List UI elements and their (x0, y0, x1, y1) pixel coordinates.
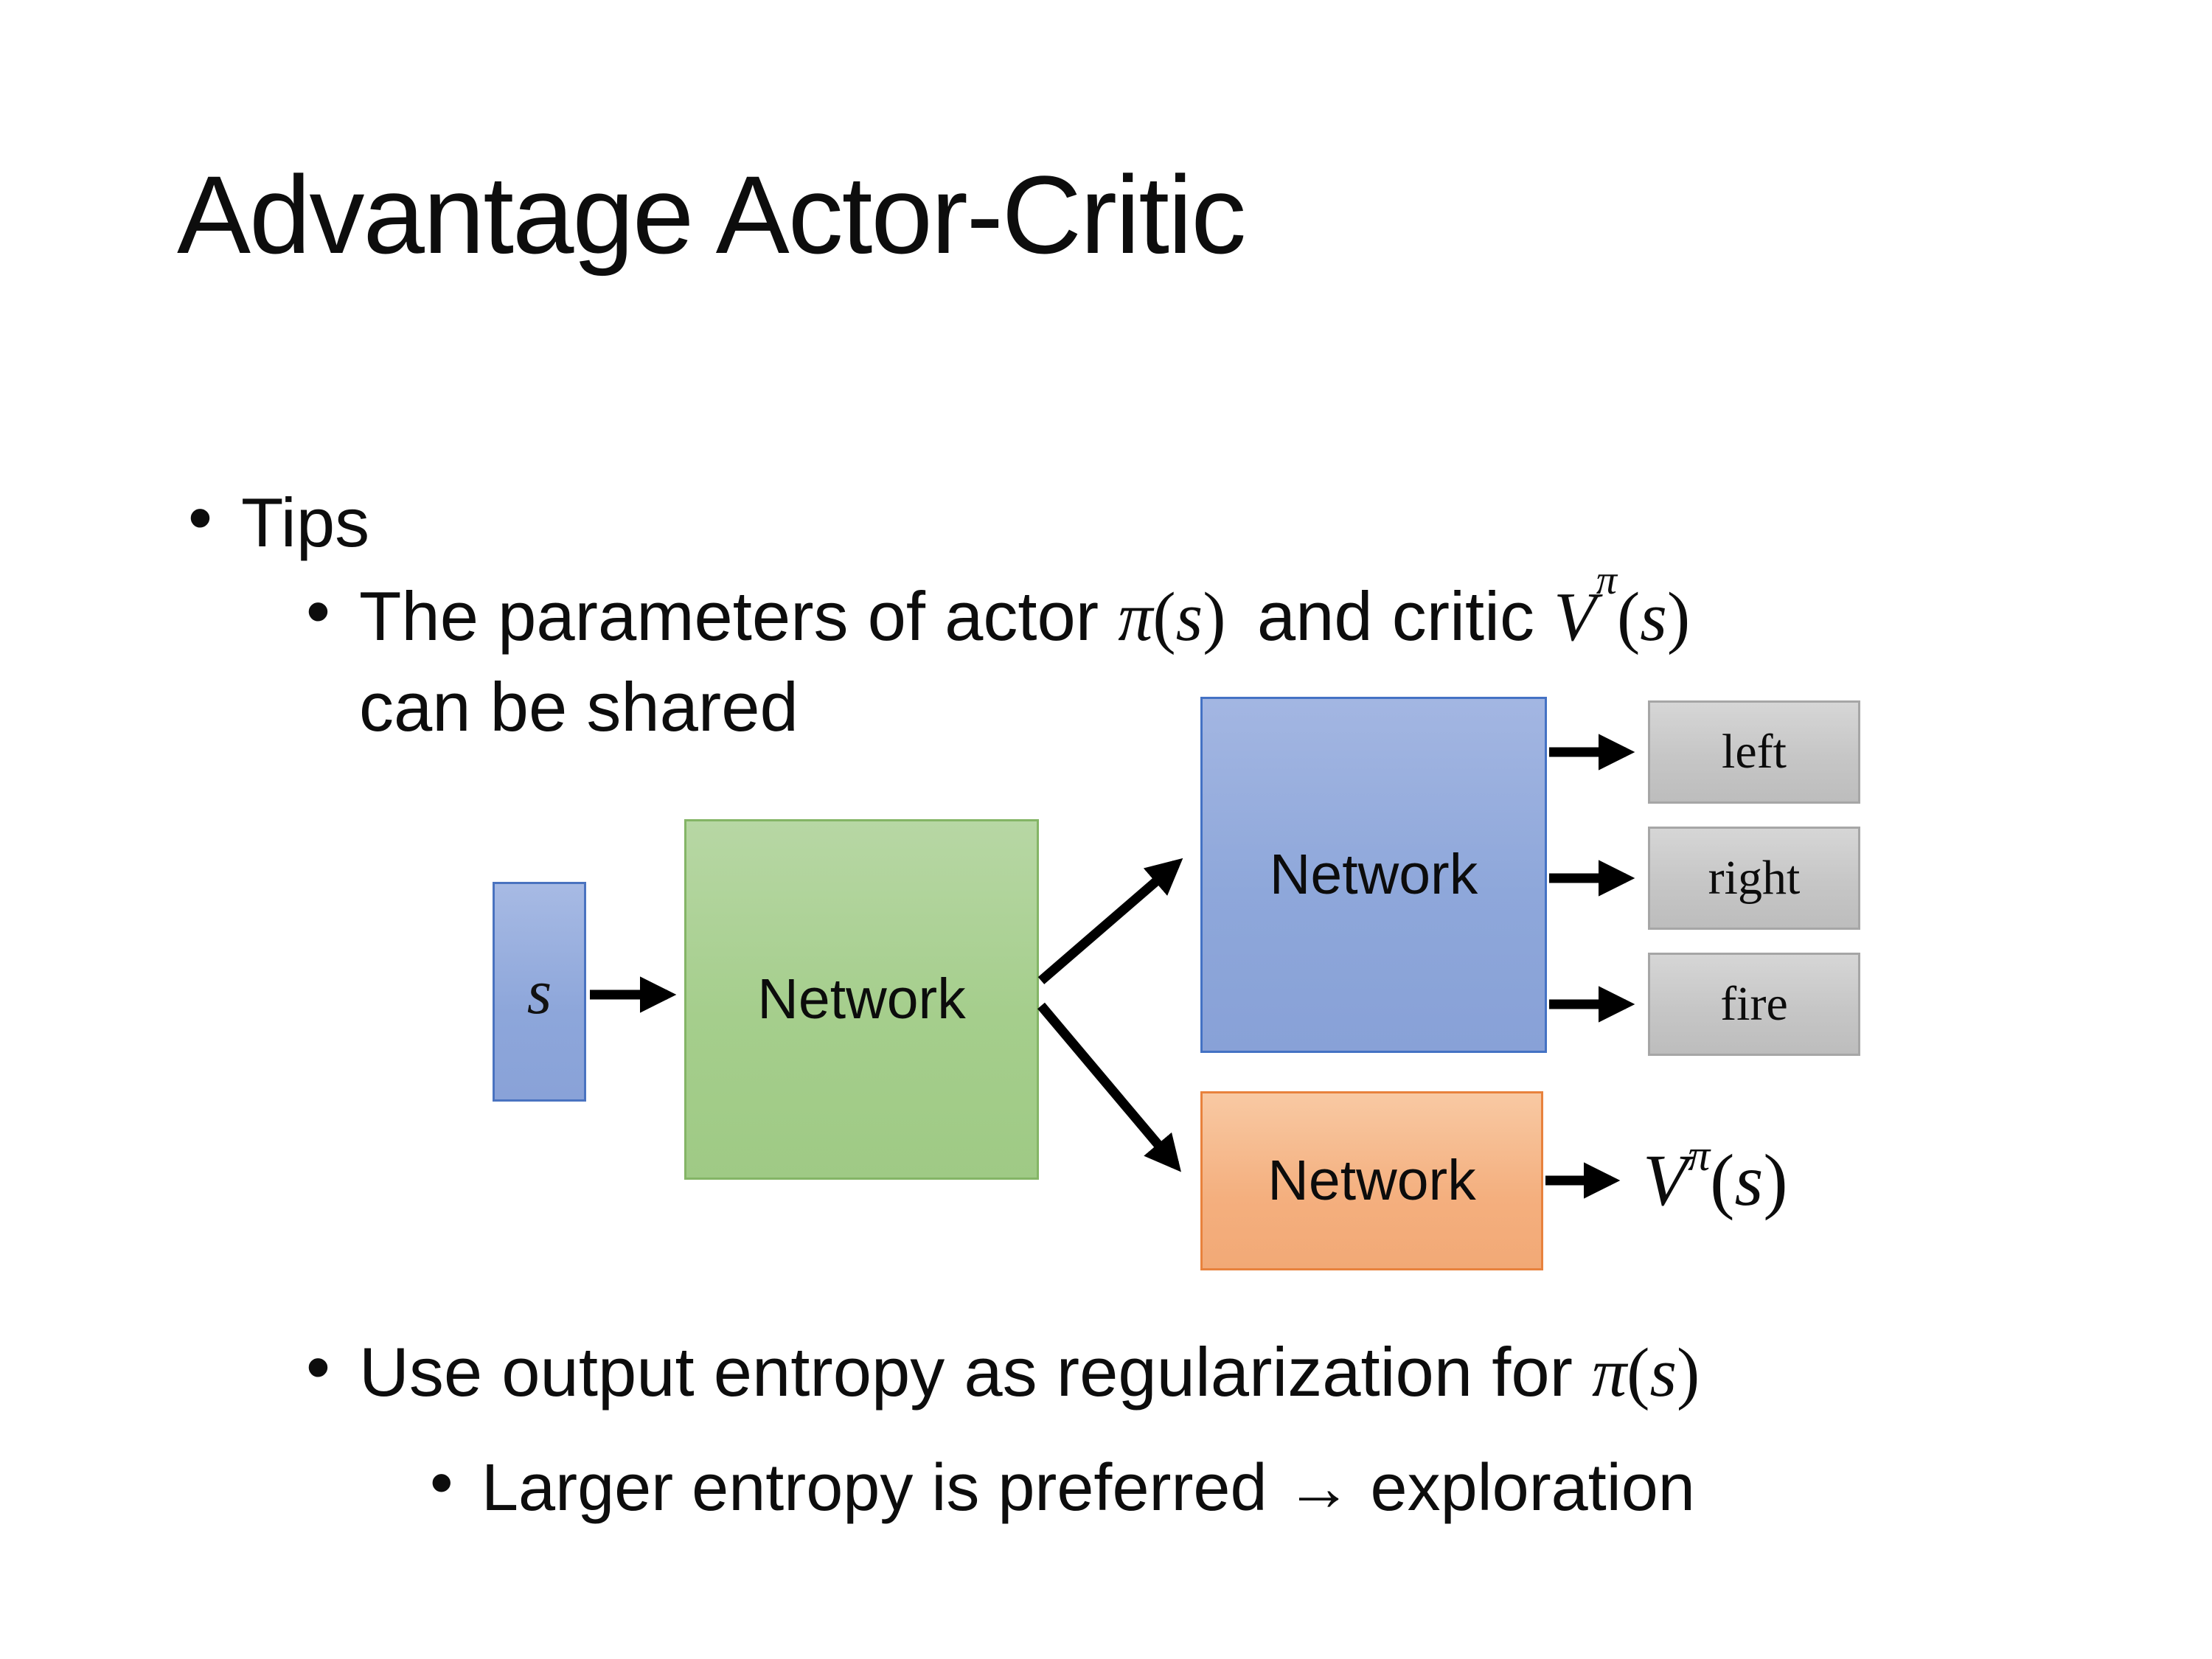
paren-close: ) (1763, 1138, 1788, 1221)
page-title: Advantage Actor-Critic (177, 153, 1246, 276)
bullet-exploration-text: Larger entropy is preferred → exploratio… (481, 1451, 1695, 1525)
critic-network-box: Network (1200, 1091, 1543, 1270)
pi-symbol: π (1688, 1131, 1711, 1180)
shared-pre-text: The parameters of actor (359, 577, 1119, 655)
state-var: s (1640, 579, 1667, 655)
action-box-right: right (1648, 827, 1860, 930)
bullet-tips-text: Tips (241, 484, 370, 561)
bullet-exploration: • Larger entropy is preferred → explorat… (430, 1445, 1695, 1531)
bullet-dot: • (188, 479, 212, 556)
entropy-pre-text: Use output entropy as regularization for (359, 1333, 1593, 1411)
paren-close: ) (1666, 579, 1691, 655)
value-symbol: V (1554, 579, 1596, 655)
paren-close: ) (1203, 579, 1226, 655)
bullet-dot: • (306, 1328, 330, 1405)
critic-network-label: Network (1267, 1149, 1476, 1212)
paren-close: ) (1677, 1335, 1700, 1411)
bullet-entropy-text: Use output entropy as regularization for… (359, 1327, 1700, 1418)
actor-network-label: Network (1269, 843, 1478, 906)
actor-policy-math: π(s) (1118, 579, 1225, 655)
bullet-entropy: • Use output entropy as regularization f… (306, 1327, 1700, 1418)
pi-symbol: π (1596, 557, 1617, 603)
bullet-shared-params: • The parameters of actor π(s)and critic… (306, 559, 1691, 752)
shared-network-box: Network (684, 819, 1039, 1180)
value-symbol: V (1643, 1138, 1688, 1221)
action-label-left: left (1722, 725, 1787, 779)
pi-symbol: π (1592, 1335, 1627, 1411)
state-var: s (1649, 1335, 1677, 1411)
policy-math: π(s) (1592, 1335, 1700, 1411)
paren-open: ( (1152, 579, 1176, 655)
superscript: π (1596, 557, 1617, 603)
action-box-left: left (1648, 700, 1860, 804)
paren-open: ( (1710, 1138, 1735, 1221)
paren-open: ( (1627, 1335, 1650, 1411)
action-label-right: right (1708, 851, 1801, 905)
state-var: s (1175, 579, 1203, 655)
state-input-label: s (526, 956, 552, 1027)
pi-symbol: π (1118, 579, 1153, 655)
shared-mid-text: and critic (1256, 577, 1534, 655)
bullet-shared-line2: can be shared (359, 668, 799, 746)
arrow-shared-to-actor (1037, 858, 1183, 984)
bullet-tips: • Tips (188, 478, 369, 568)
action-label-fire: fire (1720, 977, 1788, 1031)
shared-network-label: Network (757, 967, 966, 1031)
state-var: s (1734, 1138, 1764, 1221)
paren-open: ( (1616, 579, 1641, 655)
arrow-shared-to-critic (1037, 1002, 1181, 1172)
bullet-dot: • (306, 572, 330, 650)
action-box-fire: fire (1648, 953, 1860, 1056)
bullet-dot: • (430, 1446, 453, 1520)
state-input-box: s (493, 882, 586, 1102)
actor-network-box: Network (1200, 697, 1547, 1053)
critic-value-math: Vπ(s) (1554, 559, 1691, 655)
